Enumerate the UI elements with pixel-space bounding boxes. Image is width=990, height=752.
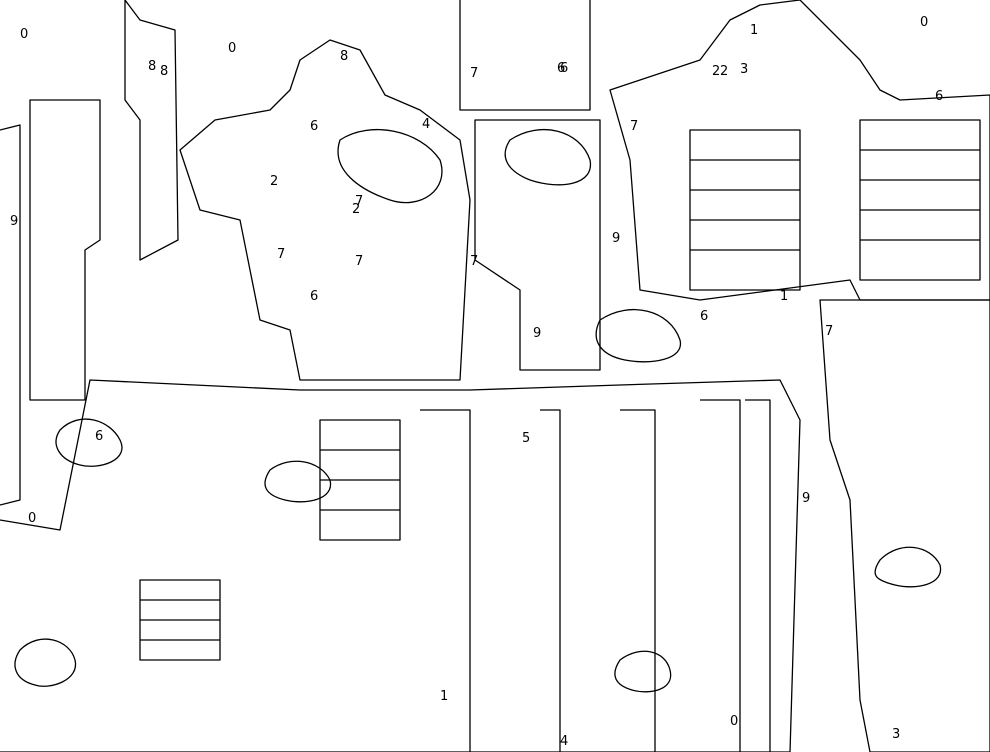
region-label: 0	[20, 27, 28, 42]
region-label: 4	[422, 117, 430, 132]
strip-outline-3	[620, 409, 656, 752]
region-label: 6	[310, 289, 318, 304]
region-label: 7	[277, 247, 285, 262]
blob-outline-1	[337, 128, 443, 204]
region-label: 9	[10, 214, 18, 229]
region-labels: 0 1 2 3 4 5 6 7 8 9 2 7 6 6 7 0 8 9 0 6 …	[10, 15, 943, 749]
region-label: 6	[560, 61, 568, 76]
strip-outline-2	[540, 409, 561, 752]
region-label: 7	[630, 119, 638, 134]
region-label: 7	[470, 66, 478, 81]
region-label: 5	[522, 431, 530, 446]
strip-outline-1	[420, 409, 471, 752]
window-grid-outline-3	[689, 129, 801, 291]
center-frame-outline	[459, 0, 591, 111]
region-label: 8	[148, 59, 156, 74]
region-label: 7	[355, 194, 363, 209]
region-label: 0	[920, 15, 928, 30]
right-tower-outline	[609, 0, 990, 301]
region-label: 6	[935, 89, 943, 104]
region-label: 8	[340, 49, 348, 64]
region-label: 3	[740, 62, 748, 77]
region-label: 9	[612, 231, 620, 246]
left-tower-outline	[0, 124, 21, 506]
region-label: 7	[470, 254, 478, 269]
mid-left-building-outline	[179, 39, 471, 381]
left-spire-outline	[124, 0, 179, 261]
window-grid-outline-4	[859, 119, 981, 281]
blob-outline-7	[14, 638, 77, 687]
region-label: 2	[352, 202, 360, 217]
region-label: 0	[28, 511, 36, 526]
blob-outline-5	[874, 546, 942, 588]
lower-base-outline	[0, 379, 801, 752]
region-label: 1	[440, 689, 448, 704]
region-label: 6	[95, 429, 103, 444]
region-label: 7	[825, 324, 833, 339]
region-label: 7	[355, 254, 363, 269]
window-grid-outline-2	[319, 419, 401, 541]
region-label: 6	[557, 61, 565, 76]
region-label: 4	[560, 734, 568, 749]
region-label: 9	[533, 326, 541, 341]
center-block-outline	[474, 119, 601, 371]
blob-outline-4	[264, 460, 332, 503]
region-label: 2	[712, 64, 720, 79]
blob-outline-6	[595, 308, 681, 363]
region-label: 1	[750, 23, 758, 38]
region-label: 6	[700, 309, 708, 324]
blob-outline-2	[504, 128, 591, 186]
region-label: 8	[160, 64, 168, 79]
region-label: 2	[720, 64, 728, 79]
region-label: 6	[310, 119, 318, 134]
region-label: 0	[730, 714, 738, 729]
blob-outline-8	[614, 650, 672, 693]
region-label: 1	[780, 289, 788, 304]
window-grid-outline-1	[139, 579, 221, 661]
region-label: 0	[228, 41, 236, 56]
region-label: 3	[892, 727, 900, 742]
strip-outline-5	[745, 399, 771, 752]
region-label: 2	[270, 174, 278, 189]
left-building-outline	[29, 99, 101, 401]
right-block-outline	[819, 299, 990, 752]
region-label: 9	[802, 491, 810, 506]
blob-outline-3	[55, 418, 123, 467]
strip-outline-4	[700, 399, 741, 752]
